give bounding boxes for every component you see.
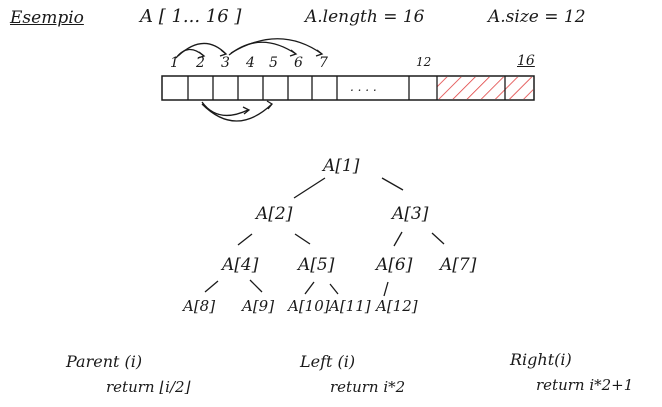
array-ellipsis: . . . . xyxy=(350,80,377,94)
unused-region xyxy=(437,77,533,99)
right-function-name: Right(i) xyxy=(510,350,572,369)
example-title: Esempio xyxy=(10,8,84,28)
tree-node-a10: A[10] xyxy=(288,297,330,315)
parent-function-body: return ⌊i/2⌋ xyxy=(106,378,191,396)
tree-node-a8: A[8] xyxy=(183,297,216,315)
tree-node-a7: A[7] xyxy=(440,255,477,275)
arrow-2-to-5 xyxy=(201,103,273,122)
tree-node-a4: A[4] xyxy=(222,255,259,275)
array-size-label: A.size = 12 xyxy=(488,7,586,27)
tree-node-a2: A[2] xyxy=(256,204,293,224)
index-6: 6 xyxy=(294,55,303,71)
index-3: 3 xyxy=(221,55,230,71)
index-2: 2 xyxy=(196,55,205,71)
index-7: 7 xyxy=(319,55,328,71)
tree-node-a12: A[12] xyxy=(376,297,418,315)
index-4: 4 xyxy=(246,55,255,71)
index-5: 5 xyxy=(269,55,278,71)
right-function-body: return i*2+1 xyxy=(536,376,634,394)
left-function-body: return i*2 xyxy=(330,378,406,396)
arrow-3-to-7 xyxy=(230,38,323,55)
tree-node-a3: A[3] xyxy=(392,204,429,224)
tree-node-a11: A[11] xyxy=(329,297,371,315)
tree-node-a5: A[5] xyxy=(298,255,335,275)
array-range-label: A [ 1... 16 ] xyxy=(140,6,242,27)
index-1: 1 xyxy=(170,55,179,71)
left-function-name: Left (i) xyxy=(300,352,356,371)
index-16: 16 xyxy=(517,53,535,69)
tree-node-a9: A[9] xyxy=(242,297,275,315)
tree-node-a6: A[6] xyxy=(376,255,413,275)
parent-function-name: Parent (i) xyxy=(66,352,143,371)
index-12: 12 xyxy=(416,55,432,69)
array-length-label: A.length = 16 xyxy=(305,7,425,27)
arrow-2-to-4 xyxy=(201,101,249,117)
tree-node-a1: A[1] xyxy=(323,156,360,176)
array-outline xyxy=(161,75,535,101)
